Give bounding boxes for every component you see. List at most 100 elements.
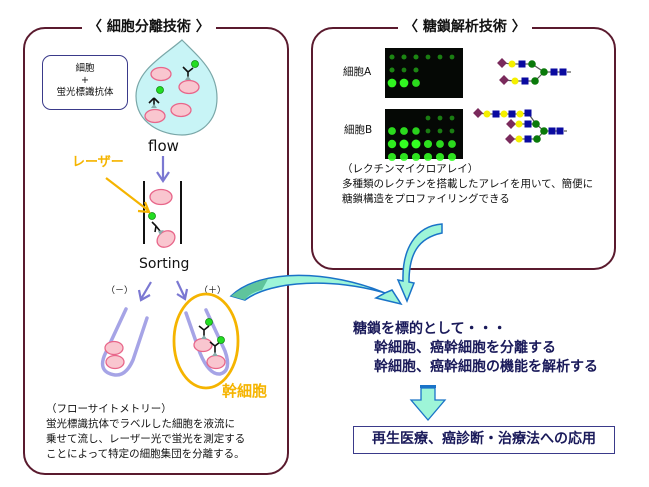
cell bbox=[156, 230, 176, 248]
array-spot bbox=[435, 152, 445, 162]
array-spot bbox=[411, 139, 421, 149]
sample-label-cell: 細胞 bbox=[75, 63, 95, 74]
sialic-acid-icon bbox=[506, 119, 516, 129]
sort-arrow-negative bbox=[137, 281, 152, 302]
sialic-acid-icon bbox=[473, 108, 483, 118]
cell bbox=[170, 102, 192, 118]
cell bbox=[193, 337, 213, 353]
galactose-icon bbox=[511, 77, 519, 85]
cell bbox=[206, 354, 226, 370]
galactose-icon bbox=[483, 110, 491, 118]
tube-negative bbox=[100, 307, 149, 377]
glcnac-icon bbox=[518, 60, 526, 68]
cell-b-label: 細胞B bbox=[344, 124, 373, 136]
galactose-icon bbox=[515, 120, 523, 128]
laser-arrow bbox=[105, 177, 151, 214]
antigen-icon bbox=[185, 76, 191, 80]
sample-label-plus: + bbox=[81, 75, 89, 86]
sialic-acid-icon bbox=[499, 75, 509, 85]
array-spot bbox=[388, 127, 396, 135]
curved-arrow-from-sorting bbox=[229, 274, 403, 306]
mannose-icon bbox=[532, 120, 540, 128]
array-spot bbox=[399, 152, 409, 162]
mannose-icon bbox=[533, 135, 541, 143]
array-spot bbox=[437, 115, 443, 121]
glcnac-icon bbox=[548, 127, 556, 135]
array-spot bbox=[436, 140, 444, 148]
glcnac-icon bbox=[524, 109, 532, 117]
tube-positive bbox=[184, 308, 230, 376]
array-spot bbox=[412, 79, 420, 87]
down-arrow-bar bbox=[420, 385, 436, 388]
description-line: 多種類のレクチンを搭載したアレイを用いて、簡便に bbox=[342, 178, 594, 190]
array-spot bbox=[411, 152, 421, 162]
conclusion-line: 幹細胞、癌幹細胞を分離する bbox=[374, 340, 556, 356]
array-spot bbox=[399, 78, 409, 88]
array-spot bbox=[449, 115, 455, 121]
galactose-icon bbox=[508, 60, 516, 68]
galactose-icon bbox=[515, 135, 523, 143]
array-spot bbox=[401, 54, 407, 60]
glycan-description: （レクチンマイクロアレイ） 多種類のレクチンを搭載したアレイを用いて、簡便に 糖… bbox=[342, 162, 593, 207]
flow-label: flow bbox=[148, 137, 179, 155]
antigen-icon bbox=[212, 352, 218, 356]
galactose-icon bbox=[500, 110, 508, 118]
description-line: （レクチンマイクロアレイ） bbox=[342, 163, 479, 175]
conclusion-line: 糖鎖を標的として・・・ bbox=[353, 321, 507, 337]
array-spot bbox=[437, 54, 443, 60]
array-spot bbox=[425, 115, 431, 121]
antigen-icon bbox=[201, 335, 207, 339]
cell bbox=[144, 108, 166, 124]
array-spot bbox=[389, 67, 395, 73]
mannose-icon bbox=[540, 127, 548, 135]
stem-cell-highlight bbox=[172, 292, 240, 390]
lectin-array-a bbox=[385, 48, 463, 98]
glycan-analysis-title: 〈 糖鎖解析技術 〉 bbox=[398, 16, 532, 36]
glcnac-icon bbox=[559, 68, 567, 76]
array-spot bbox=[425, 128, 431, 134]
array-spot bbox=[400, 127, 408, 135]
fluor-dot bbox=[217, 336, 225, 344]
array-spot bbox=[387, 78, 397, 88]
glycan-structure-b bbox=[473, 108, 567, 144]
description-line: 乗せて流し、レーザー光で蛍光を測定する bbox=[46, 433, 246, 445]
glcnac-icon bbox=[524, 120, 532, 128]
glcnac-icon bbox=[508, 110, 516, 118]
sialic-acid-icon bbox=[505, 134, 515, 144]
curved-arrow-from-glycan bbox=[396, 223, 443, 303]
sorting-label: Sorting bbox=[139, 256, 190, 272]
stem-cell-label: 幹細胞 bbox=[222, 382, 268, 400]
cell-a-label: 細胞A bbox=[343, 66, 372, 78]
negative-label: （－） bbox=[106, 286, 134, 296]
cell-separation-description: （フローサイトメトリー） 蛍光標識抗体でラベルした細胞を液流に 乗せて流し、レー… bbox=[46, 402, 245, 462]
glcnac-icon bbox=[556, 127, 564, 135]
array-spot bbox=[425, 54, 431, 60]
laser-label: レーザー bbox=[72, 155, 124, 170]
fluor-dot bbox=[148, 212, 156, 220]
conclusion-text: 糖鎖を標的として・・・ 幹細胞、癌幹細胞を分離する 幹細胞、癌幹細胞の機能を解析… bbox=[353, 320, 598, 377]
array-spot bbox=[423, 152, 433, 162]
cell bbox=[105, 354, 125, 370]
application-box: 再生医療、癌診断・治療法への応用 bbox=[353, 426, 615, 454]
conclusion-line: 幹細胞、癌幹細胞の機能を解析する bbox=[374, 359, 598, 375]
description-line: 蛍光標識抗体でラベルした細胞を液流に bbox=[46, 418, 235, 430]
flow-arrow bbox=[156, 156, 170, 183]
sample-label-antibody: 蛍光標識抗体 bbox=[56, 87, 114, 98]
cell bbox=[104, 340, 124, 356]
lectin-array-b bbox=[385, 109, 463, 159]
antibody-icon bbox=[151, 221, 161, 233]
glcnac-icon bbox=[524, 135, 532, 143]
array-spot bbox=[389, 54, 395, 60]
cell bbox=[150, 66, 172, 82]
glcnac-icon bbox=[492, 110, 500, 118]
positive-label: （＋） bbox=[199, 286, 227, 296]
array-spot bbox=[387, 139, 397, 149]
description-line: （フローサイトメトリー） bbox=[46, 403, 172, 415]
description-line: 糖鎖構造をプロファイリングできる bbox=[342, 193, 510, 205]
array-spot bbox=[413, 67, 419, 73]
mannose-icon bbox=[531, 77, 539, 85]
array-spot bbox=[447, 152, 457, 162]
fluor-dot bbox=[205, 318, 213, 326]
galactose-icon bbox=[516, 110, 524, 118]
